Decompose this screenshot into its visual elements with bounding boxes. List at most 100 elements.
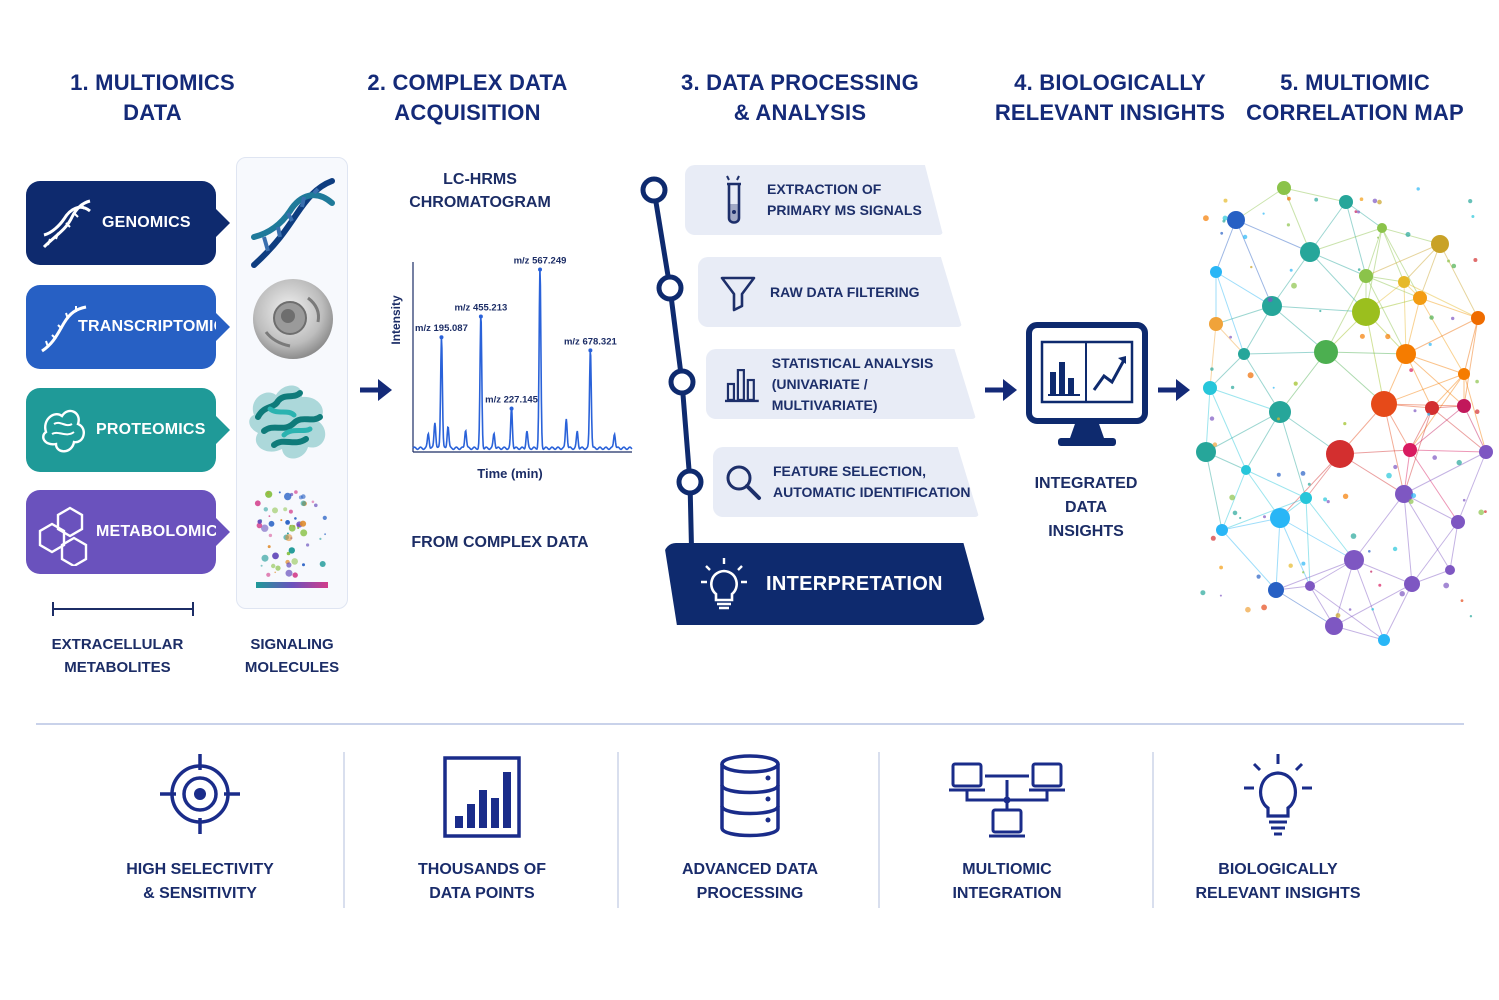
chart-title-line: LC-HRMS bbox=[443, 171, 517, 188]
network-edge bbox=[1381, 227, 1405, 283]
network-minor-node bbox=[1357, 210, 1360, 214]
caption-line: METABOLITES bbox=[64, 659, 171, 676]
network-minor-node bbox=[1368, 550, 1371, 553]
network-minor-node bbox=[1239, 516, 1242, 520]
step-extraction: EXTRACTION OF PRIMARY MS SIGNALS bbox=[685, 165, 943, 235]
molecule-image-panel bbox=[236, 157, 348, 609]
card-pointer bbox=[216, 313, 230, 341]
card-pointer bbox=[216, 416, 230, 444]
network-edge bbox=[1353, 559, 1413, 585]
network-minor-node bbox=[1289, 268, 1293, 272]
feature-line: THOUSANDS OF bbox=[418, 861, 546, 878]
network-minor-node bbox=[1263, 515, 1266, 519]
network-edge bbox=[1405, 353, 1465, 407]
network-minor-node bbox=[1370, 570, 1373, 573]
network-minor-node bbox=[1222, 219, 1226, 223]
network-edge bbox=[1403, 493, 1451, 571]
network-minor-node bbox=[1287, 196, 1291, 201]
network-node bbox=[1216, 524, 1228, 536]
network-node bbox=[1227, 211, 1245, 229]
scatter-dot bbox=[322, 515, 327, 520]
heading-biologically-relevant: 4. BIOLOGICALLY RELEVANT INSIGHTS bbox=[990, 68, 1230, 128]
network-node bbox=[1325, 617, 1343, 635]
network-minor-node bbox=[1456, 459, 1462, 466]
scatter-dot bbox=[298, 495, 303, 500]
network-edge bbox=[1205, 411, 1281, 453]
step-statistical-analysis: STATISTICAL ANALYSIS (UNIVARIATE / MULTI… bbox=[706, 349, 976, 419]
network-edge bbox=[1457, 451, 1487, 523]
network-node bbox=[1403, 443, 1417, 457]
network-minor-node bbox=[1429, 315, 1434, 320]
network-minor-node bbox=[1471, 215, 1475, 218]
network-edge bbox=[1221, 497, 1307, 531]
network-minor-node bbox=[1399, 591, 1405, 597]
step-line: (UNIVARIATE / MULTIVARIATE) bbox=[771, 375, 878, 413]
network-edge bbox=[1409, 449, 1487, 453]
scatter-dot bbox=[263, 507, 268, 512]
network-minor-node bbox=[1256, 574, 1261, 579]
network-edge bbox=[1279, 517, 1355, 561]
chart-ylabel: Intensity bbox=[389, 295, 403, 345]
heading-data-processing: 3. DATA PROCESSING & ANALYSIS bbox=[660, 68, 940, 128]
step-line: EXTRACTION OF bbox=[767, 181, 882, 197]
network-minor-node bbox=[1405, 232, 1411, 237]
heading-line: & ANALYSIS bbox=[733, 100, 867, 125]
network-node bbox=[1339, 195, 1353, 209]
network-minor-node bbox=[1300, 471, 1306, 476]
arrow-right-icon bbox=[360, 379, 392, 401]
network-edge bbox=[1215, 271, 1245, 355]
network-node bbox=[1352, 298, 1380, 326]
network-node bbox=[1210, 266, 1222, 278]
network-edge bbox=[1245, 411, 1281, 471]
network-minor-node bbox=[1267, 297, 1273, 303]
network-minor-node bbox=[1359, 333, 1365, 339]
filter-icon bbox=[720, 276, 756, 312]
network-node bbox=[1413, 291, 1427, 305]
feature-line: & SENSITIVITY bbox=[143, 885, 257, 902]
scatter-dot bbox=[254, 500, 261, 507]
network-edge bbox=[1235, 187, 1285, 221]
network-edge bbox=[1381, 227, 1421, 299]
scatter-dot bbox=[294, 490, 298, 494]
test-tube-icon bbox=[726, 175, 741, 224]
network-minor-node bbox=[1411, 493, 1417, 499]
network-edge bbox=[1221, 469, 1247, 531]
network-node bbox=[1359, 269, 1373, 283]
protein-structure-icon bbox=[249, 385, 326, 459]
scatter-dot bbox=[300, 500, 307, 507]
network-node bbox=[1431, 235, 1449, 253]
network-minor-node bbox=[1212, 442, 1218, 447]
network-minor-node bbox=[1460, 599, 1464, 602]
heading-line: 2. COMPLEX DATA bbox=[367, 70, 568, 95]
caption-signaling-molecules: SIGNALING MOLECULES bbox=[232, 633, 352, 679]
peak-marker bbox=[538, 267, 543, 272]
step-text: FEATURE SELECTION, AUTOMATIC IDENTIFICAT… bbox=[773, 461, 971, 503]
step-line: FEATURE SELECTION, bbox=[773, 463, 926, 479]
peak-label: m/z 455.213 bbox=[454, 303, 507, 314]
network-minor-node bbox=[1203, 215, 1209, 222]
network-minor-node bbox=[1484, 510, 1487, 513]
heading-line: 3. DATA PROCESSING bbox=[681, 70, 919, 95]
network-minor-node bbox=[1473, 258, 1478, 262]
network-edge bbox=[1365, 311, 1385, 405]
scatter-dot bbox=[285, 520, 290, 525]
caption-line: EXTRACELLULAR bbox=[51, 636, 184, 653]
network-node bbox=[1471, 311, 1485, 325]
network-node bbox=[1262, 296, 1282, 316]
scatter-dot bbox=[299, 520, 307, 527]
network-edge bbox=[1345, 201, 1383, 229]
network-node bbox=[1344, 550, 1364, 570]
network-minor-node bbox=[1474, 409, 1480, 414]
scatter-dot bbox=[275, 565, 281, 571]
network-minor-node bbox=[1242, 234, 1248, 240]
network-node bbox=[1305, 581, 1315, 591]
network-node bbox=[1300, 492, 1312, 504]
chart-title: LC-HRMS CHROMATOGRAM bbox=[400, 168, 560, 214]
network-node bbox=[1268, 582, 1284, 598]
scatter-dot bbox=[260, 564, 263, 567]
chromatogram-trace bbox=[412, 267, 633, 451]
network-node bbox=[1277, 181, 1291, 195]
network-node bbox=[1396, 344, 1416, 364]
network-edge bbox=[1403, 281, 1479, 319]
network-node bbox=[1458, 368, 1470, 380]
